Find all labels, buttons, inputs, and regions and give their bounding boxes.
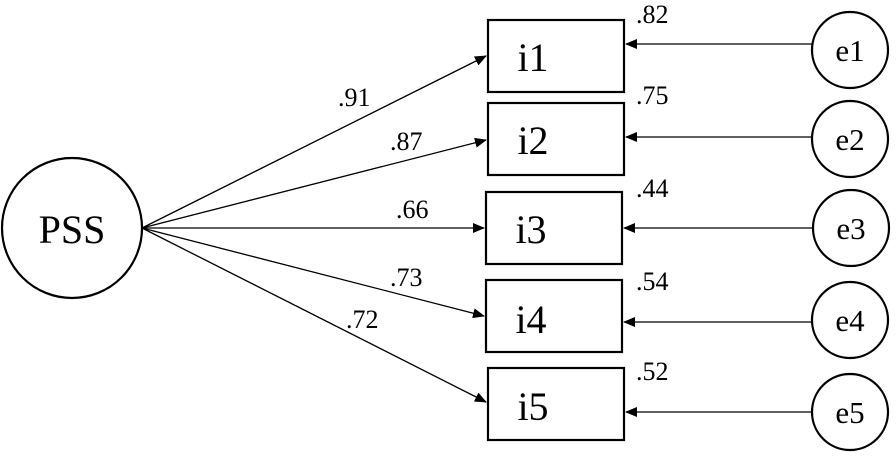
r2-label-i1: .82 — [636, 0, 669, 29]
loading-path-i4 — [141, 227, 485, 319]
indicator-box — [486, 18, 626, 94]
indicator-i1: i1 — [486, 18, 626, 94]
loading-label-i1: .91 — [338, 83, 371, 112]
r2-label-i3: .44 — [636, 174, 669, 203]
r2-label-i5: .52 — [636, 357, 669, 386]
indicator-box — [486, 101, 626, 177]
loading-label-i5: .72 — [346, 305, 379, 334]
latent-node: PSS — [0, 156, 144, 300]
error-label: e4 — [835, 303, 865, 338]
error-circle — [810, 99, 890, 179]
indicator-box — [484, 190, 624, 266]
error-label: e3 — [836, 211, 865, 246]
error-node-e5: e5 — [810, 372, 890, 452]
indicator-i5: i5 — [486, 366, 626, 442]
indicator-i2: i2 — [486, 101, 626, 177]
indicator-box — [484, 278, 624, 354]
r2-label-i4: .54 — [636, 267, 669, 296]
indicator-label: i4 — [515, 297, 546, 342]
loading-path-i2 — [141, 137, 487, 229]
error-node-e3: e3 — [811, 188, 891, 268]
loading-path-i5 — [141, 227, 487, 403]
error-node-e1: e1 — [810, 10, 890, 90]
indicator-label: i3 — [515, 207, 546, 252]
error-label: e5 — [835, 395, 864, 430]
loading-label-i3: .66 — [396, 195, 429, 224]
error-label: e1 — [835, 33, 864, 68]
r2-label-i2: .75 — [636, 81, 669, 110]
loading-label-i2: .87 — [390, 127, 423, 156]
indicator-i4: i4 — [484, 278, 624, 354]
error-node-e2: e2 — [810, 99, 890, 179]
indicator-label: i2 — [517, 118, 548, 163]
indicator-label: i5 — [517, 384, 548, 429]
error-label: e2 — [835, 122, 864, 157]
error-circle — [810, 280, 890, 360]
latent-label: PSS — [39, 207, 106, 252]
loading-label-i4: .73 — [390, 263, 423, 292]
indicator-i3: i3 — [484, 190, 624, 266]
indicator-label: i1 — [517, 35, 548, 80]
error-circle — [811, 188, 891, 268]
error-node-e4: e4 — [810, 280, 890, 360]
error-circle — [810, 10, 890, 90]
error-circle — [810, 372, 890, 452]
indicator-box — [486, 366, 626, 442]
loading-path-i1 — [141, 55, 487, 229]
